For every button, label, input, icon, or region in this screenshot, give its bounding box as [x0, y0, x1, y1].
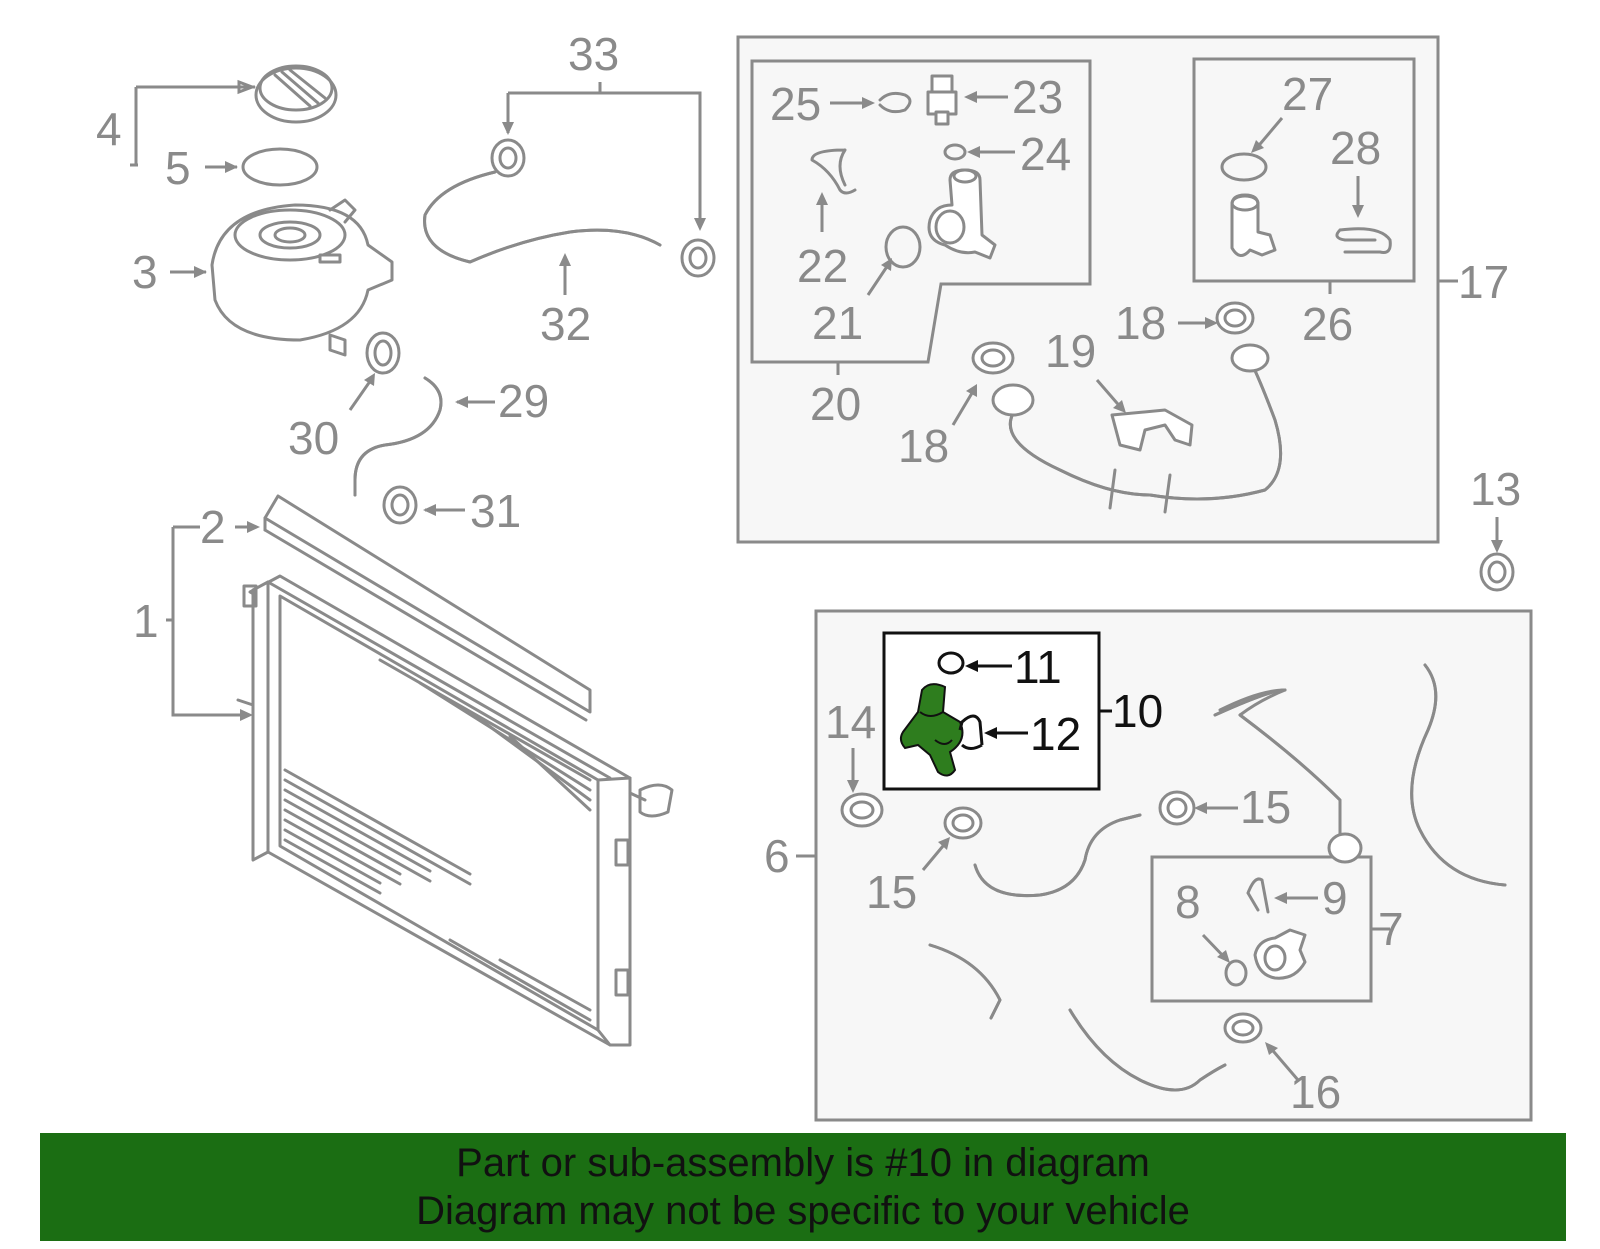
- label-3: 3: [132, 246, 158, 298]
- label-23: 23: [1012, 71, 1063, 123]
- sensor-part-23: [926, 74, 958, 126]
- hose-part-6f: [1068, 1008, 1227, 1092]
- label-19: 19: [1045, 325, 1096, 377]
- label-30: 30: [288, 412, 339, 464]
- label-29: 29: [498, 375, 549, 427]
- clamp-part-30: [365, 331, 401, 375]
- air-guide-part-2: [263, 494, 592, 722]
- clamp-part-14: [840, 792, 884, 828]
- label-21: 21: [812, 297, 863, 349]
- clamp-part-33a: [490, 138, 526, 178]
- label-8: 8: [1175, 876, 1201, 928]
- hose-part-17: [1008, 358, 1283, 501]
- hose-part-6d: [1410, 663, 1507, 887]
- label-28: 28: [1330, 122, 1381, 174]
- label-7: 7: [1378, 903, 1404, 955]
- flange-part-7: [1253, 928, 1307, 980]
- hose-part-29: [353, 376, 443, 497]
- label-31: 31: [470, 485, 521, 537]
- group-box-20: [750, 59, 1092, 364]
- clip-part-25: [878, 91, 912, 114]
- clamp-part-16: [1223, 1012, 1263, 1044]
- label-22: 22: [797, 240, 848, 292]
- label-15b: 15: [1240, 781, 1291, 833]
- label-17: 17: [1458, 256, 1509, 308]
- seal-part-11: [937, 651, 965, 675]
- seal-part-5: [241, 147, 319, 187]
- label-26: 26: [1302, 298, 1353, 350]
- label-33: 33: [568, 28, 619, 80]
- leader-lines: [130, 79, 1503, 1081]
- bracket-part-19: [1110, 408, 1194, 452]
- label-6: 6: [764, 830, 790, 882]
- clamp-part-6c: [1327, 832, 1363, 864]
- clip-part-22: [810, 148, 857, 195]
- hose-part-32: [423, 170, 662, 264]
- label-32: 32: [540, 298, 591, 350]
- info-banner: Part or sub-assembly is #10 in diagram D…: [40, 1133, 1566, 1241]
- hose-part-6a: [973, 813, 1142, 898]
- label-11: 11: [1014, 641, 1062, 693]
- clip-part-9: [1246, 877, 1270, 914]
- clamp-part-31: [382, 485, 418, 525]
- seal-part-24: [943, 143, 967, 161]
- label-14: 14: [825, 696, 876, 748]
- clip-part-12: [958, 714, 984, 750]
- label-24: 24: [1020, 128, 1071, 180]
- label-27: 27: [1282, 68, 1333, 120]
- clamp-part-15b: [1158, 790, 1196, 826]
- clamp-part-18a: [971, 341, 1015, 375]
- label-10: 10: [1112, 685, 1163, 737]
- expansion-tank-part-3: [210, 198, 394, 357]
- banner-line-part-number: Part or sub-assembly is #10 in diagram: [456, 1141, 1150, 1185]
- label-12: 12: [1030, 708, 1081, 760]
- seal-part-27: [1220, 152, 1268, 182]
- label-9: 9: [1322, 872, 1348, 924]
- label-25: 25: [770, 78, 821, 130]
- flange-part-20: [927, 168, 997, 260]
- label-2: 2: [200, 501, 226, 553]
- hose-part-6e: [928, 943, 1002, 1020]
- clamp-part-18b: [1215, 301, 1255, 335]
- clamp-part-13: [1479, 552, 1515, 592]
- label-18b: 18: [1115, 297, 1166, 349]
- clamp-part-15a: [943, 806, 983, 840]
- label-15a: 15: [866, 866, 917, 918]
- label-13: 13: [1470, 463, 1521, 515]
- gasket-part-21: [884, 225, 922, 269]
- label-20: 20: [810, 378, 861, 430]
- label-18a: 18: [898, 420, 949, 472]
- flange-part-26: [1230, 193, 1277, 257]
- label-1: 1: [133, 595, 159, 647]
- clip-part-28: [1335, 227, 1392, 254]
- banner-line-disclaimer: Diagram may not be specific to your vehi…: [416, 1189, 1190, 1233]
- hose-part-6b: [1213, 688, 1287, 717]
- label-5: 5: [165, 142, 191, 194]
- connector-part-10-highlighted: [899, 683, 964, 777]
- label-4: 4: [96, 103, 122, 155]
- seal-part-8: [1224, 959, 1248, 987]
- clamp-part-33b: [680, 238, 716, 278]
- radiator-part-1: [236, 574, 674, 1047]
- group-box-26: [1192, 57, 1416, 283]
- cap-part-4: [254, 64, 338, 124]
- label-16: 16: [1290, 1066, 1341, 1118]
